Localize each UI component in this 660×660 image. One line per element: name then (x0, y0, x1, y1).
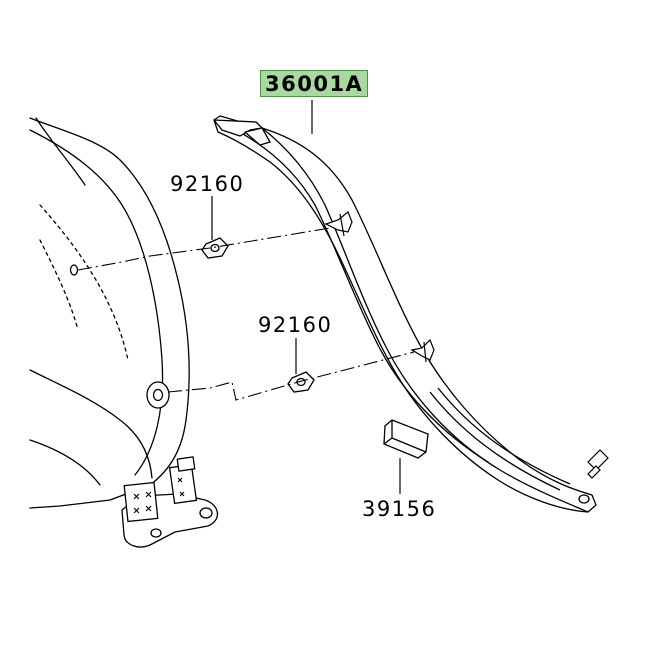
strip-top-clip (244, 127, 271, 146)
strip-outer-body (213, 115, 597, 513)
bracket-hole-left (150, 528, 162, 538)
part-number-36001a[interactable]: 36001A (260, 70, 369, 97)
strip-end-hole (578, 494, 590, 504)
lower-mount-pin (410, 338, 435, 361)
strip-mount-pins (324, 211, 435, 363)
fender-upper-hole (69, 264, 79, 276)
bracket-tab-top (176, 456, 196, 472)
part-number-92160-upper[interactable]: 92160 (170, 172, 245, 196)
leader-lines (211, 100, 401, 494)
fender-top-ridge (35, 117, 86, 186)
align-lower (167, 351, 415, 401)
rear-fender (29, 117, 219, 548)
clip-nut-upper (201, 237, 229, 259)
bracket-x-marks (133, 477, 185, 514)
fender-inner-contour (29, 129, 164, 476)
bracket-tab-left (123, 481, 159, 523)
pad-part (383, 419, 429, 459)
clip-nut-lower (287, 371, 315, 393)
align-upper (77, 227, 331, 271)
bracket-hole-right (199, 507, 213, 519)
fender-hidden-edge-2 (39, 239, 79, 331)
strip-lower-groove (429, 391, 561, 491)
fender-lower-contour (29, 439, 101, 486)
side-cover-strip (213, 115, 597, 513)
part-number-39156[interactable]: 39156 (362, 497, 437, 521)
upper-mount-pin (324, 211, 353, 233)
strip-ridge-line (231, 127, 489, 463)
fender-hidden-edge (39, 204, 129, 361)
end-screw (587, 449, 609, 479)
strip-top-tab (213, 119, 263, 137)
strip-inner-edge (261, 127, 589, 513)
alignment-lines (77, 227, 415, 401)
fender-side-contour (29, 369, 153, 479)
part-number-92160-lower[interactable]: 92160 (258, 313, 333, 337)
fender-lower-boss-hole (152, 388, 164, 402)
strip-lower-groove-2 (437, 387, 571, 485)
fender-outline (29, 117, 190, 509)
